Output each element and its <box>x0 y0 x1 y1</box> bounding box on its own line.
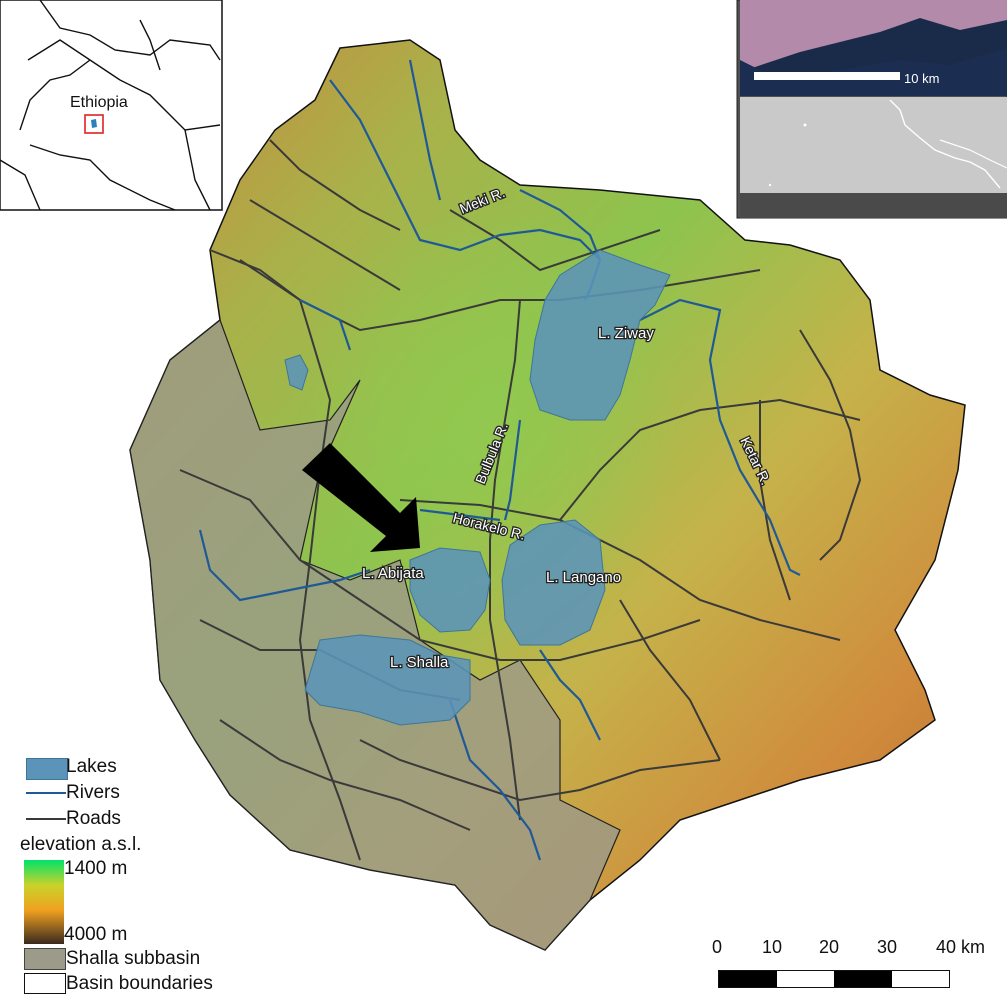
satellite-inset: 10 km <box>736 0 1007 219</box>
rivers <box>198 59 801 861</box>
legend-elevation-title: elevation a.s.l. <box>20 834 142 855</box>
legend-subbasin-label: Shalla subbasin <box>66 948 201 969</box>
lake-label-ziway: L. Ziway <box>598 325 654 342</box>
inset-scale-label: 10 km <box>904 71 939 86</box>
lake-label-abijata: L. Abijata <box>362 565 424 582</box>
legend-elevation-low: 1400 m <box>64 858 128 879</box>
legend-boundaries-label: Basin boundaries <box>66 973 213 994</box>
lake-langano-shape <box>501 519 606 646</box>
legend-rivers-swatch <box>26 792 66 794</box>
locator-inset <box>0 0 223 211</box>
roads <box>179 139 862 861</box>
scale-tick-0: 0 <box>712 937 723 957</box>
lake-abijata-shape <box>409 547 491 633</box>
scale-tick-40: 40 km <box>936 937 986 957</box>
map-legend: Lakes Rivers Roads elevation a.s.l. 1400… <box>18 752 278 996</box>
locator-country-label: Ethiopia <box>70 94 128 111</box>
scale-tick-30: 30 <box>877 937 898 957</box>
legend-boundaries-swatch <box>24 973 66 994</box>
lake-label-langano: L. Langano <box>546 569 621 586</box>
lake-ziway-shape <box>529 249 671 421</box>
lake-shalla-shape <box>304 634 471 726</box>
legend-lakes-swatch <box>26 758 68 780</box>
legend-elevation-high: 4000 m <box>64 924 128 945</box>
small-lake <box>284 354 309 391</box>
scale-bar-segments <box>718 970 950 988</box>
legend-lakes-label: Lakes <box>66 756 117 777</box>
lake-label-shalla: L. Shalla <box>390 654 449 671</box>
arrow-marker <box>302 443 420 552</box>
legend-subbasin-swatch <box>24 948 66 970</box>
scale-tick-10: 10 <box>762 937 783 957</box>
legend-rivers-label: Rivers <box>66 782 120 803</box>
legend-roads-label: Roads <box>66 808 121 829</box>
legend-roads-swatch <box>26 818 66 820</box>
lakes <box>284 249 671 726</box>
scale-tick-20: 20 <box>819 937 840 957</box>
legend-elevation-ramp <box>24 860 64 944</box>
